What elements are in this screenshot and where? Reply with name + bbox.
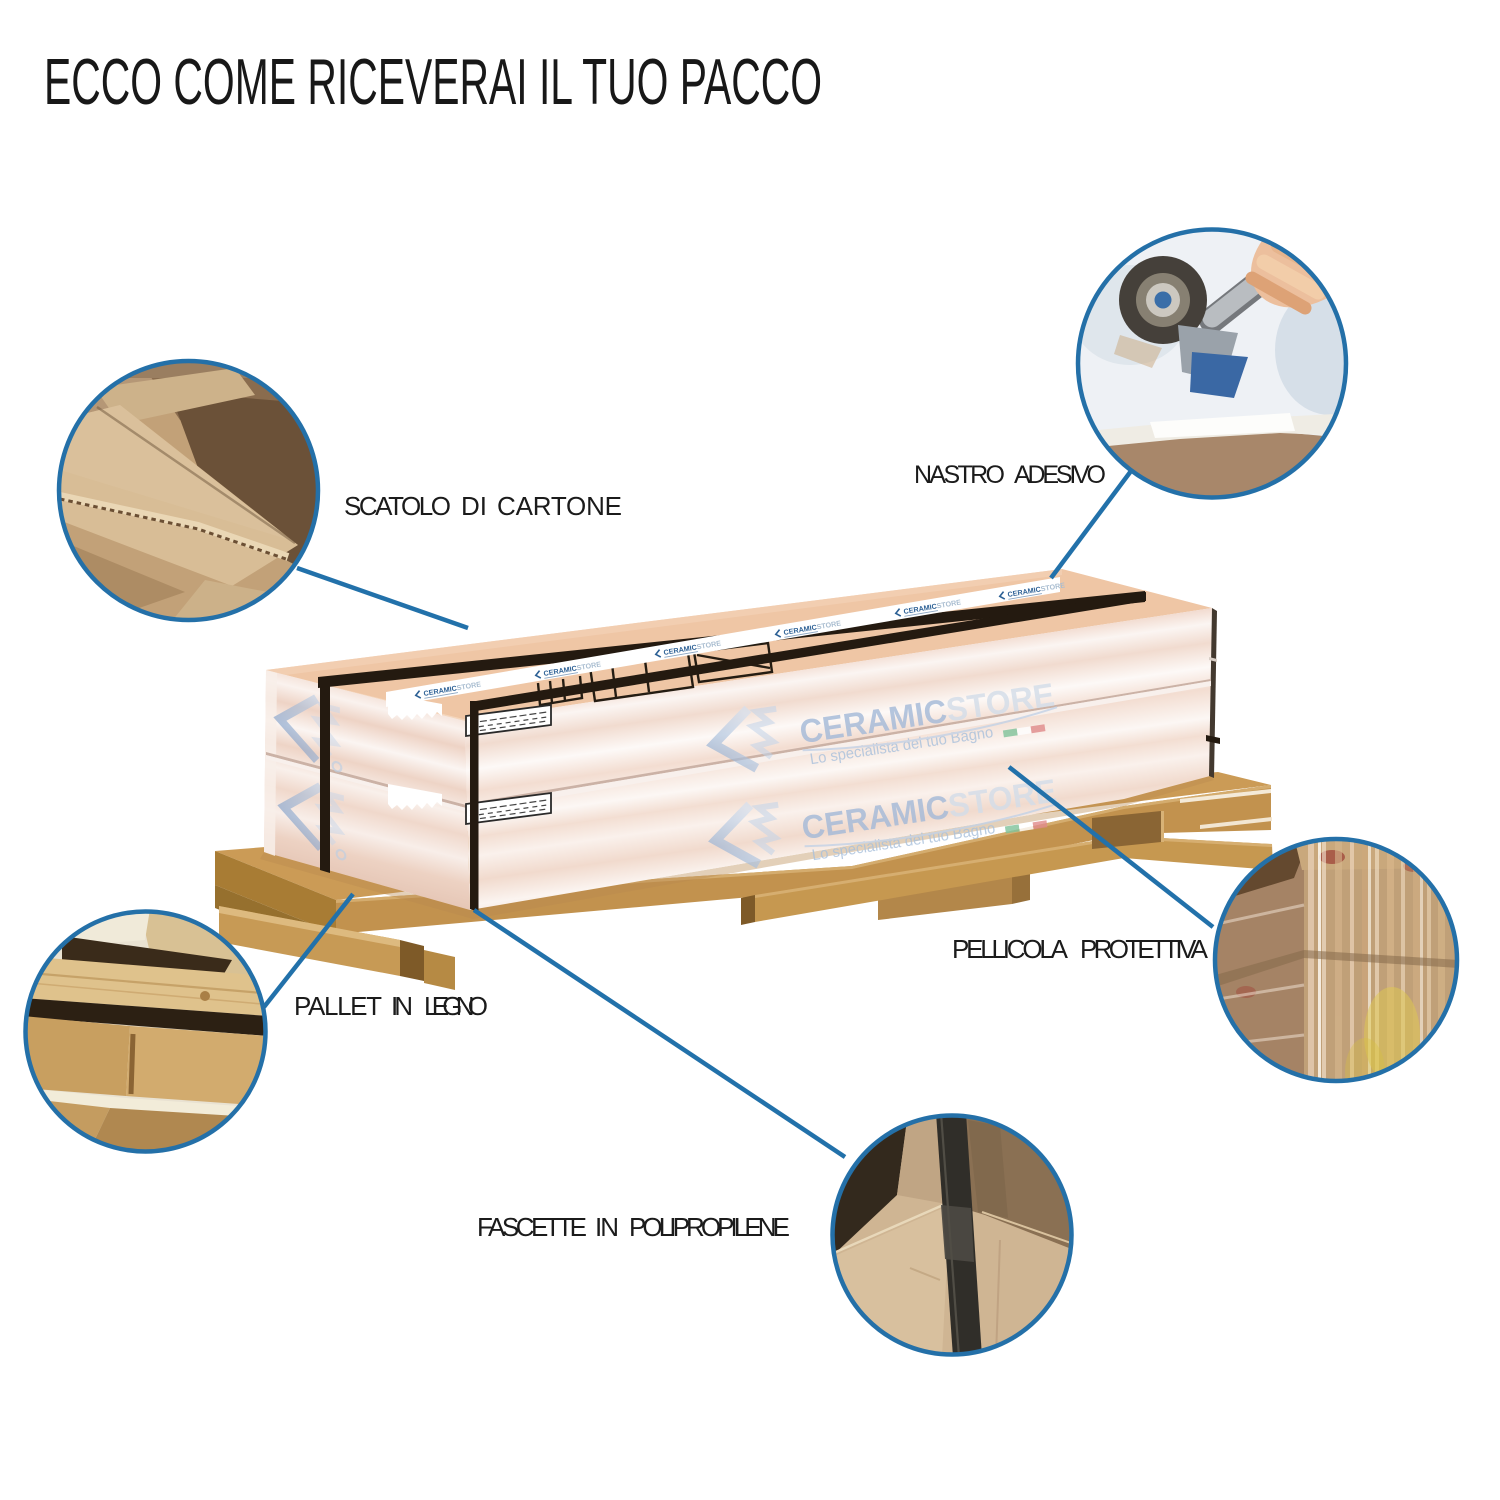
- svg-text:ADESIVO: ADESIVO: [1014, 461, 1106, 489]
- svg-text:DI: DI: [461, 491, 487, 521]
- svg-text:CARTONE: CARTONE: [497, 491, 622, 521]
- svg-text:SCATOLO: SCATOLO: [344, 491, 451, 521]
- svg-text:POLIPROPILENE: POLIPROPILENE: [629, 1212, 790, 1242]
- svg-text:LEGNO: LEGNO: [424, 991, 488, 1021]
- svg-text:PALLET: PALLET: [294, 991, 382, 1021]
- svg-text:ECCO COME RICEVERAI IL TUO PAC: ECCO COME RICEVERAI IL TUO PACCO: [44, 45, 822, 118]
- svg-text:IN: IN: [391, 991, 413, 1021]
- svg-text:IN: IN: [595, 1212, 619, 1242]
- svg-text:NASTRO: NASTRO: [914, 461, 1005, 489]
- svg-text:PELLICOLA: PELLICOLA: [952, 934, 1069, 964]
- svg-text:PROTETTIVA: PROTETTIVA: [1080, 934, 1209, 964]
- svg-text:FASCETTE: FASCETTE: [477, 1212, 587, 1242]
